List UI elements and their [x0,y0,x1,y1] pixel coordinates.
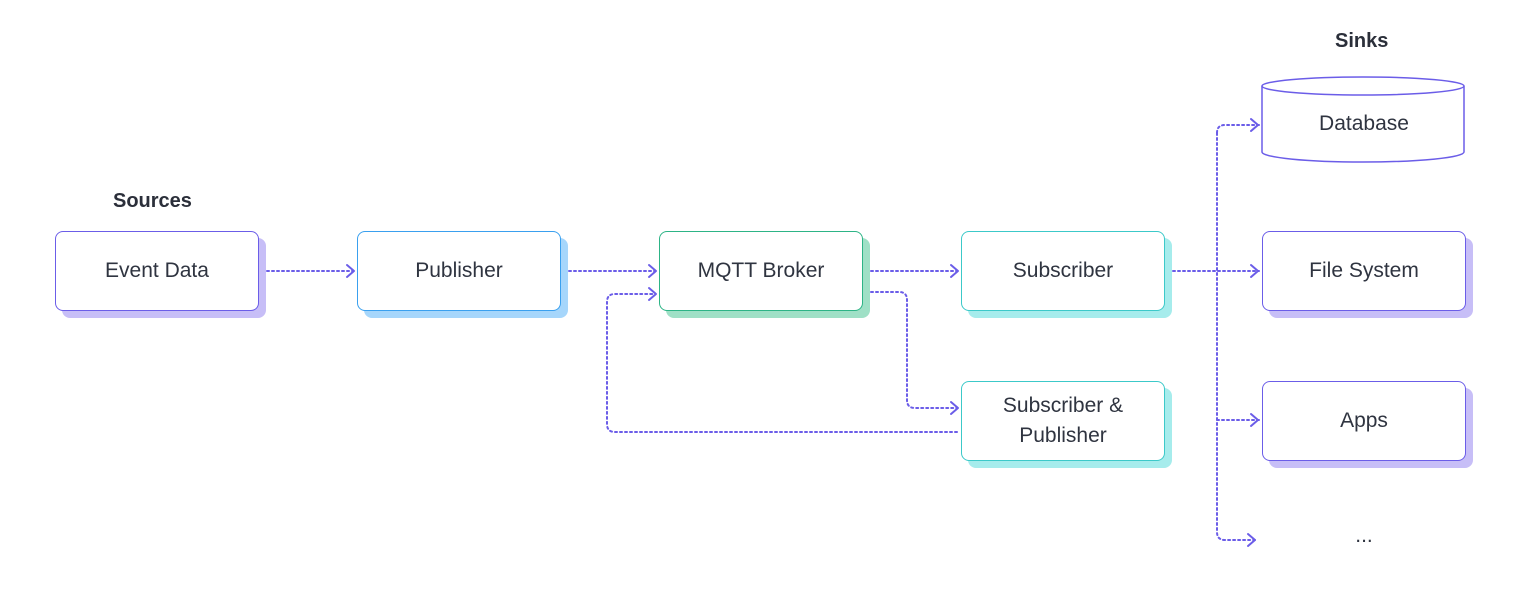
more-sinks-ellipsis: ... [1355,524,1373,547]
sinks-heading: Sinks [1335,30,1389,52]
broker-node[interactable]: MQTT Broker [659,231,863,311]
event-data-label: Event Data [105,259,209,282]
file-system-node[interactable]: File System [1262,231,1466,311]
publisher-node[interactable]: Publisher [357,231,561,311]
connector-broker-to-subpub [870,291,958,409]
arrowhead-filesystem [1250,264,1259,278]
arrowhead-more [1247,533,1256,547]
arrowhead-publisher [346,264,355,278]
subscriber-publisher-label: Subscriber & Publisher [993,391,1133,451]
arrowhead-broker-return [648,287,657,301]
database-label[interactable]: Database [1319,112,1409,135]
arrowhead-subpub [950,401,959,415]
subscriber-publisher-node[interactable]: Subscriber & Publisher [961,381,1165,461]
arrowhead-database [1250,118,1259,132]
event-data-node[interactable]: Event Data [55,231,259,311]
subscriber-publisher-line1: Subscriber & [1002,394,1124,417]
broker-label: MQTT Broker [697,259,825,282]
file-system-label: File System [1309,259,1419,282]
subscriber-node[interactable]: Subscriber [961,231,1165,311]
apps-node[interactable]: Apps [1262,381,1466,461]
connector-sink-trunk [1216,124,1260,134]
connector-subpub-to-broker [606,293,958,433]
subscriber-publisher-line2: Publisher [1019,424,1107,447]
connector-sink-trunk-vertical [1216,132,1256,541]
arrowhead-subscriber [950,264,959,278]
arrowhead-apps [1250,413,1259,427]
database-cylinder-icon [1261,76,1465,163]
sources-heading: Sources [113,190,192,212]
arrowhead-broker [648,264,657,278]
apps-label: Apps [1340,409,1388,432]
publisher-label: Publisher [415,259,503,282]
subscriber-label: Subscriber [1012,259,1114,282]
